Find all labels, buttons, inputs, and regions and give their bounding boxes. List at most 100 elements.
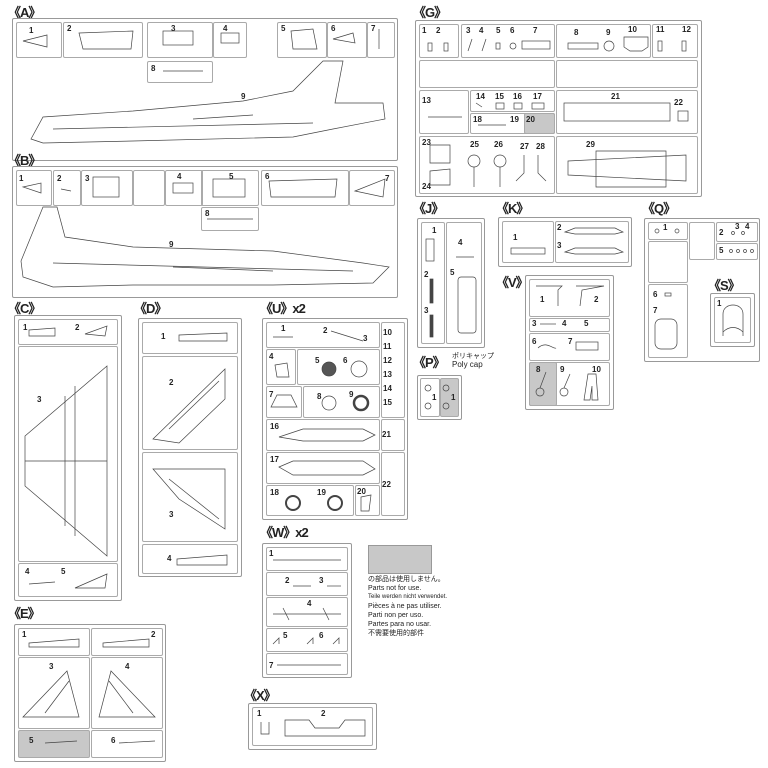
- part-cell: [529, 333, 610, 361]
- part-number: 1: [432, 226, 437, 235]
- part-number: 2: [151, 630, 156, 639]
- part-cell: [297, 349, 380, 385]
- seat-drawing: [425, 238, 477, 338]
- sprue-v: 1 2 3 4 5 6 7 8 9 10: [525, 275, 614, 410]
- part-cell: [266, 653, 348, 675]
- part-number: 5: [29, 736, 34, 745]
- part-number: 10: [383, 328, 392, 337]
- stores-drawing: [270, 330, 376, 512]
- part-cell: [277, 22, 327, 58]
- not-used-legend: の部品は使用しません。 Parts not for use. Teile wer…: [368, 575, 447, 638]
- part-number: 22: [382, 480, 391, 489]
- part-number: 8: [151, 64, 156, 73]
- part-number: 2: [436, 26, 441, 35]
- part-number: 4: [307, 599, 312, 608]
- part-cell-not-used: [440, 378, 459, 417]
- sprue-a: 1 2 3 4 5 6 7 8 9: [12, 18, 398, 161]
- part-number: 22: [674, 98, 683, 107]
- part-cell: [63, 22, 143, 58]
- poly-cap-label-jp: ポリキャップ: [452, 353, 494, 360]
- part-number: 21: [382, 430, 391, 439]
- part-number: 8: [574, 28, 579, 37]
- part-number: 3: [424, 306, 429, 315]
- part-cell: [91, 730, 163, 758]
- sprue-x-title: 《X》: [244, 688, 277, 703]
- part-cell: [213, 22, 247, 58]
- part-cell: [303, 386, 380, 418]
- part-number: 8: [536, 365, 541, 374]
- part-number: 9: [349, 390, 354, 399]
- part-number: 27: [520, 142, 529, 151]
- part-cell: [689, 222, 715, 260]
- part-cell: [714, 297, 751, 343]
- part-cell-not-used: [529, 362, 557, 406]
- part-number: 1: [29, 26, 34, 35]
- part-cell: [266, 628, 348, 652]
- part-cell: [147, 61, 213, 83]
- part-number: 12: [383, 356, 392, 365]
- part-cell: [133, 170, 165, 206]
- legend-line: Parti non per uso.: [368, 612, 424, 619]
- part-number: 3: [532, 319, 537, 328]
- part-cell: [716, 243, 758, 260]
- part-cell: [16, 22, 62, 58]
- sprue-c-title: 《C》: [8, 301, 41, 316]
- part-number: 3: [169, 510, 174, 519]
- legend-line: Parts not for use.: [368, 585, 422, 592]
- part-cell: [446, 222, 482, 344]
- part-number: 7: [269, 661, 274, 670]
- part-number: 4: [167, 554, 172, 563]
- part-number: 2: [557, 223, 562, 232]
- part-number: 1: [540, 295, 545, 304]
- sprue-e: 1 2 3 4 5 6: [14, 624, 166, 762]
- part-number: 1: [663, 223, 668, 232]
- part-cell: [652, 24, 698, 58]
- part-number: 9: [241, 92, 246, 101]
- legend-line: Teile werden nicht verwendet.: [368, 594, 448, 600]
- sprue-x: 1 2: [248, 703, 377, 750]
- part-number: 1: [22, 630, 27, 639]
- part-number: 6: [111, 736, 116, 745]
- sprue-d: 1 2 3 4: [138, 318, 242, 577]
- part-cell: [165, 170, 203, 206]
- sprue-p-title: 《P》: [413, 355, 446, 370]
- part-number: 29: [586, 140, 595, 149]
- part-number: 23: [422, 138, 431, 147]
- part-number: 1: [257, 709, 262, 718]
- part-cell: [419, 90, 469, 134]
- part-number: 16: [270, 422, 279, 431]
- part-number: 1: [513, 233, 518, 242]
- sprue-k-title: 《K》: [496, 201, 529, 216]
- part-number: 24: [422, 182, 431, 191]
- part-number: 4: [125, 662, 130, 671]
- wing-drawing: [152, 332, 228, 566]
- part-number: 13: [422, 96, 431, 105]
- part-cell: [266, 547, 348, 571]
- part-number: 17: [270, 455, 279, 464]
- part-number: 4: [562, 319, 567, 328]
- part-number: 6: [343, 356, 348, 365]
- part-cell: [261, 170, 349, 206]
- part-number: 5: [229, 172, 234, 181]
- part-number: 3: [37, 395, 42, 404]
- part-number: 26: [494, 140, 503, 149]
- sprue-u-title: 《U》x2: [260, 301, 306, 316]
- part-cell: [142, 544, 238, 574]
- part-number: 3: [466, 26, 471, 35]
- canopy-drawing: [722, 304, 744, 336]
- part-cell: [201, 207, 259, 231]
- part-cell: [142, 356, 238, 450]
- legend-line: の部品は使用しません。: [368, 576, 445, 583]
- part-number: 6: [319, 631, 324, 640]
- poly-cap-label-en: Poly cap: [452, 360, 483, 369]
- part-cell: [142, 322, 238, 354]
- part-number: 1: [23, 323, 28, 332]
- part-number: 8: [205, 209, 210, 218]
- part-number: 11: [656, 25, 665, 34]
- part-number: 4: [269, 352, 274, 361]
- part-number: 7: [385, 174, 390, 183]
- part-cell: [266, 452, 380, 484]
- legend-line: 不需要使用的部件: [368, 630, 424, 637]
- part-cell: [555, 221, 629, 263]
- sprue-j-title: 《J》: [413, 201, 444, 216]
